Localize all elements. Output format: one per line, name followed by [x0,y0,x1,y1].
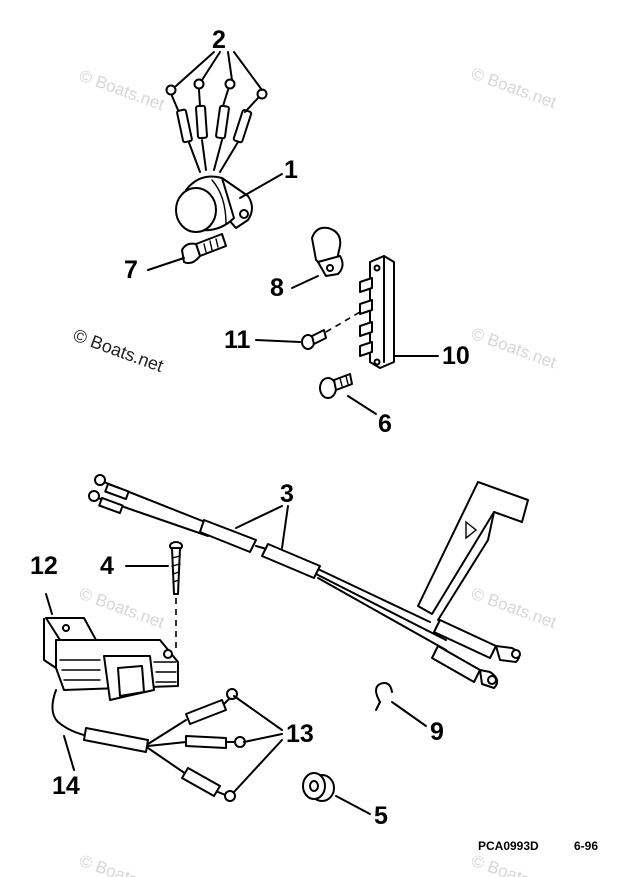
clamp-8 [311,226,344,277]
callout-2: 2 [212,26,226,54]
diagram-date: 6-96 [574,839,598,853]
watermark-7: © Boats.net [469,851,559,877]
callout-6: 6 [378,410,392,438]
screw-11 [301,311,361,350]
callout-13: 13 [286,720,314,748]
terminal-block-10 [359,255,395,369]
footer: PCA0993D 6-96 [478,839,598,853]
watermark-1: © Boats.net [77,66,167,114]
callout-4: 4 [100,552,114,580]
diagram-code: PCA0993D [478,839,539,853]
solenoid-assembly [165,78,268,233]
callout-8: 8 [270,274,284,302]
watermark-4: © Boats.net [77,584,167,632]
callout-numbers: 2 1 7 8 11 10 6 3 4 12 9 13 14 5 [30,26,470,830]
stator-leads [51,688,246,802]
watermark-6: © Boats.net [77,851,167,877]
callout-3: 3 [280,480,294,508]
screw-6 [319,373,353,399]
watermark-5: © Boats.net [469,584,559,632]
harness-3 [88,474,529,689]
watermark-main: © Boats.net [71,325,166,376]
grommet-5 [302,772,335,802]
callout-10: 10 [442,342,470,370]
callout-1: 1 [284,156,298,184]
callout-14: 14 [52,772,80,800]
callout-9: 9 [430,718,444,746]
callout-11: 11 [224,326,251,354]
callout-12: 12 [30,552,58,580]
leader-lines [45,51,439,815]
watermarks: © Boats.net © Boats.net © Boats.net © Bo… [71,64,559,877]
clip-9 [375,682,393,711]
screw-4 [169,541,183,652]
watermark-2: © Boats.net [469,64,559,112]
terminal-sleeves [165,78,268,144]
callout-5: 5 [374,802,388,830]
stator-12 [43,617,179,701]
watermark-3: © Boats.net [469,324,559,372]
callout-7: 7 [124,256,138,284]
bolt-7 [181,233,227,265]
